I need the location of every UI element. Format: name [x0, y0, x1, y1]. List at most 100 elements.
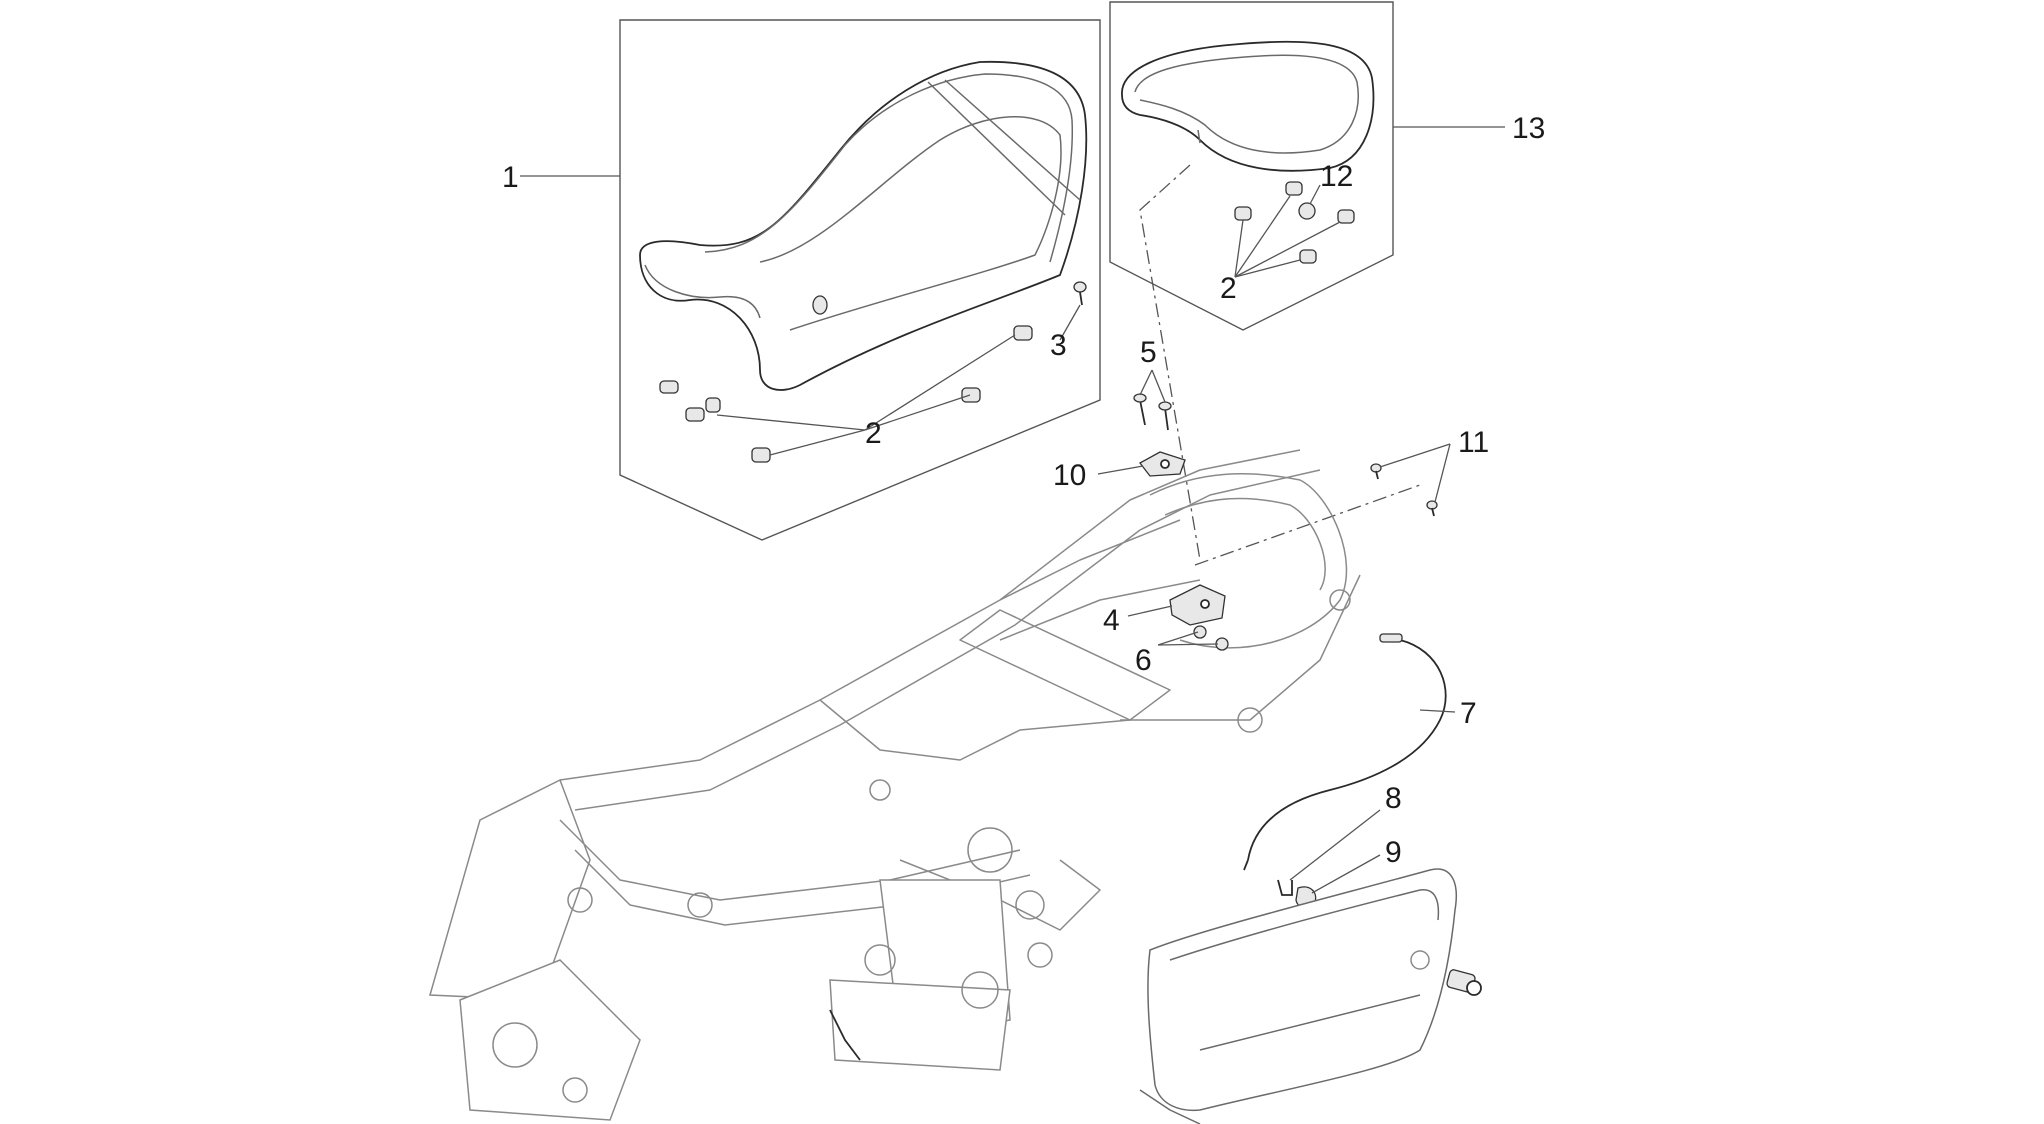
- grommet: [1298, 202, 1316, 220]
- rubber-pad: [705, 397, 721, 413]
- lock-mechanism-part-4: [1169, 584, 1226, 626]
- rider-seat-strap-2: [944, 79, 1081, 201]
- frame-rear-stay: [1120, 574, 1361, 721]
- rider-seat-pad-inner: [759, 116, 1062, 331]
- leader-10: [1097, 465, 1144, 475]
- frame-side-stand-bar: [829, 1009, 861, 1061]
- rubber-pad: [751, 447, 771, 463]
- leader-2a-3: [864, 394, 971, 431]
- leader-2b-1: [1234, 219, 1244, 278]
- rubber-pad: [659, 380, 679, 394]
- seat-mount-stud: [812, 295, 828, 315]
- leader-2b-4: [1234, 259, 1301, 278]
- leader-11-2: [1434, 443, 1451, 503]
- lock-bracket-hole: [1160, 459, 1170, 469]
- leader-2b-3: [1234, 221, 1341, 278]
- callout-3: 3: [1050, 329, 1067, 362]
- frame-boss: [864, 944, 896, 976]
- frame-down-tube: [559, 819, 1021, 901]
- leader-7: [1419, 709, 1456, 713]
- callout-11: 11: [1458, 426, 1489, 459]
- side-cover-groove: [1199, 994, 1421, 1051]
- screw-head: [1370, 463, 1382, 473]
- leader-5-1: [1139, 369, 1153, 396]
- leader-2a-4: [864, 334, 1016, 431]
- side-cover: [1147, 868, 1457, 1112]
- frame-rear-loop: [1149, 473, 1348, 649]
- leader-6-2: [1157, 643, 1219, 646]
- frame-hole: [567, 887, 593, 913]
- leader-6-1: [1157, 631, 1199, 646]
- callout-12: 12: [1320, 160, 1353, 193]
- callout-6: 6: [1135, 644, 1152, 677]
- frame-cross-member: [959, 609, 1171, 721]
- frame-hole: [562, 1077, 588, 1103]
- frame-top-tube-lower: [574, 469, 1321, 811]
- screws-part-5: [1133, 393, 1172, 431]
- callout-5: 5: [1140, 336, 1157, 369]
- frame-hole: [492, 1022, 538, 1068]
- frame-boss: [1027, 942, 1053, 968]
- side-cover-lower-lip: [1139, 1089, 1201, 1124]
- callout-9: 9: [1385, 836, 1402, 869]
- passenger-seat-group-box: [1109, 1, 1394, 331]
- frame-boss: [687, 892, 713, 918]
- frame-boss: [961, 971, 999, 1009]
- callout-8: 8: [1385, 782, 1402, 815]
- assembly-line-latch-screws: [1194, 484, 1421, 566]
- rubber-pad: [1234, 206, 1252, 221]
- side-cover-inner-edge: [1169, 889, 1440, 961]
- frame-seat-rail: [999, 519, 1201, 641]
- rubber-pad: [1299, 249, 1317, 264]
- callout-2a: 2: [865, 417, 882, 450]
- screw: [1375, 470, 1379, 480]
- screw-head: [1158, 401, 1172, 411]
- rubber-pad: [1285, 181, 1303, 196]
- screws-part-11: [1370, 463, 1438, 517]
- leader-2a-2: [769, 429, 866, 456]
- frame-boss: [1329, 589, 1351, 611]
- screw-part-3: [1073, 281, 1087, 306]
- seat-lock-assembly: [1133, 393, 1438, 651]
- leader-11-1: [1379, 443, 1451, 468]
- lock-mechanism-pin: [1200, 599, 1210, 609]
- callout-13: 13: [1512, 112, 1545, 145]
- leader-2a-1: [716, 414, 866, 431]
- frame-boss: [1237, 707, 1263, 733]
- frame-pivot-bushing-2: [1015, 890, 1045, 920]
- side-cover-lock-hole: [1410, 950, 1430, 970]
- grommet-part-12: [1298, 202, 1316, 220]
- screw-head: [1426, 500, 1438, 510]
- screw: [1431, 507, 1435, 517]
- assembly-line-seat-latch: [1139, 164, 1201, 561]
- screw: [1164, 407, 1169, 431]
- rider-seat-group: [619, 19, 1101, 541]
- nut-part-6: [1193, 625, 1207, 639]
- callout-10: 10: [1053, 459, 1086, 492]
- side-cover-panel: [1139, 868, 1482, 1124]
- leader-2b-2: [1234, 195, 1291, 278]
- lock-cylinder: [1446, 969, 1482, 996]
- cable-clip-part-8: [1277, 879, 1293, 896]
- frame-boss: [869, 779, 891, 801]
- rider-seat-front-lip: [644, 264, 761, 319]
- rubber-pad: [1337, 209, 1355, 224]
- screw-head: [1133, 393, 1147, 403]
- seat-release-cable-part-7: [1247, 639, 1447, 861]
- frame-rear-loop-inner: [1164, 497, 1326, 591]
- rider-seat-group-box: [619, 19, 1101, 541]
- cable-end-tip: [1243, 859, 1249, 871]
- screw-head: [1073, 281, 1087, 293]
- frame-engine-block-lower: [829, 979, 1011, 1071]
- callout-labels: 1 2 2 3 4 5 6 7 8 9 10 11 12 13: [502, 112, 1545, 869]
- callout-1: 1: [502, 161, 519, 194]
- leader-lines: [520, 126, 1505, 894]
- motorcycle-frame: [429, 449, 1361, 1121]
- leader-4: [1127, 605, 1173, 617]
- callout-2b: 2: [1220, 272, 1237, 305]
- rubber-pad: [961, 387, 981, 403]
- lock-cylinder-face: [1466, 980, 1482, 996]
- leader-9: [1311, 854, 1381, 894]
- rubber-pad: [1013, 325, 1033, 341]
- rubber-pad: [685, 407, 705, 422]
